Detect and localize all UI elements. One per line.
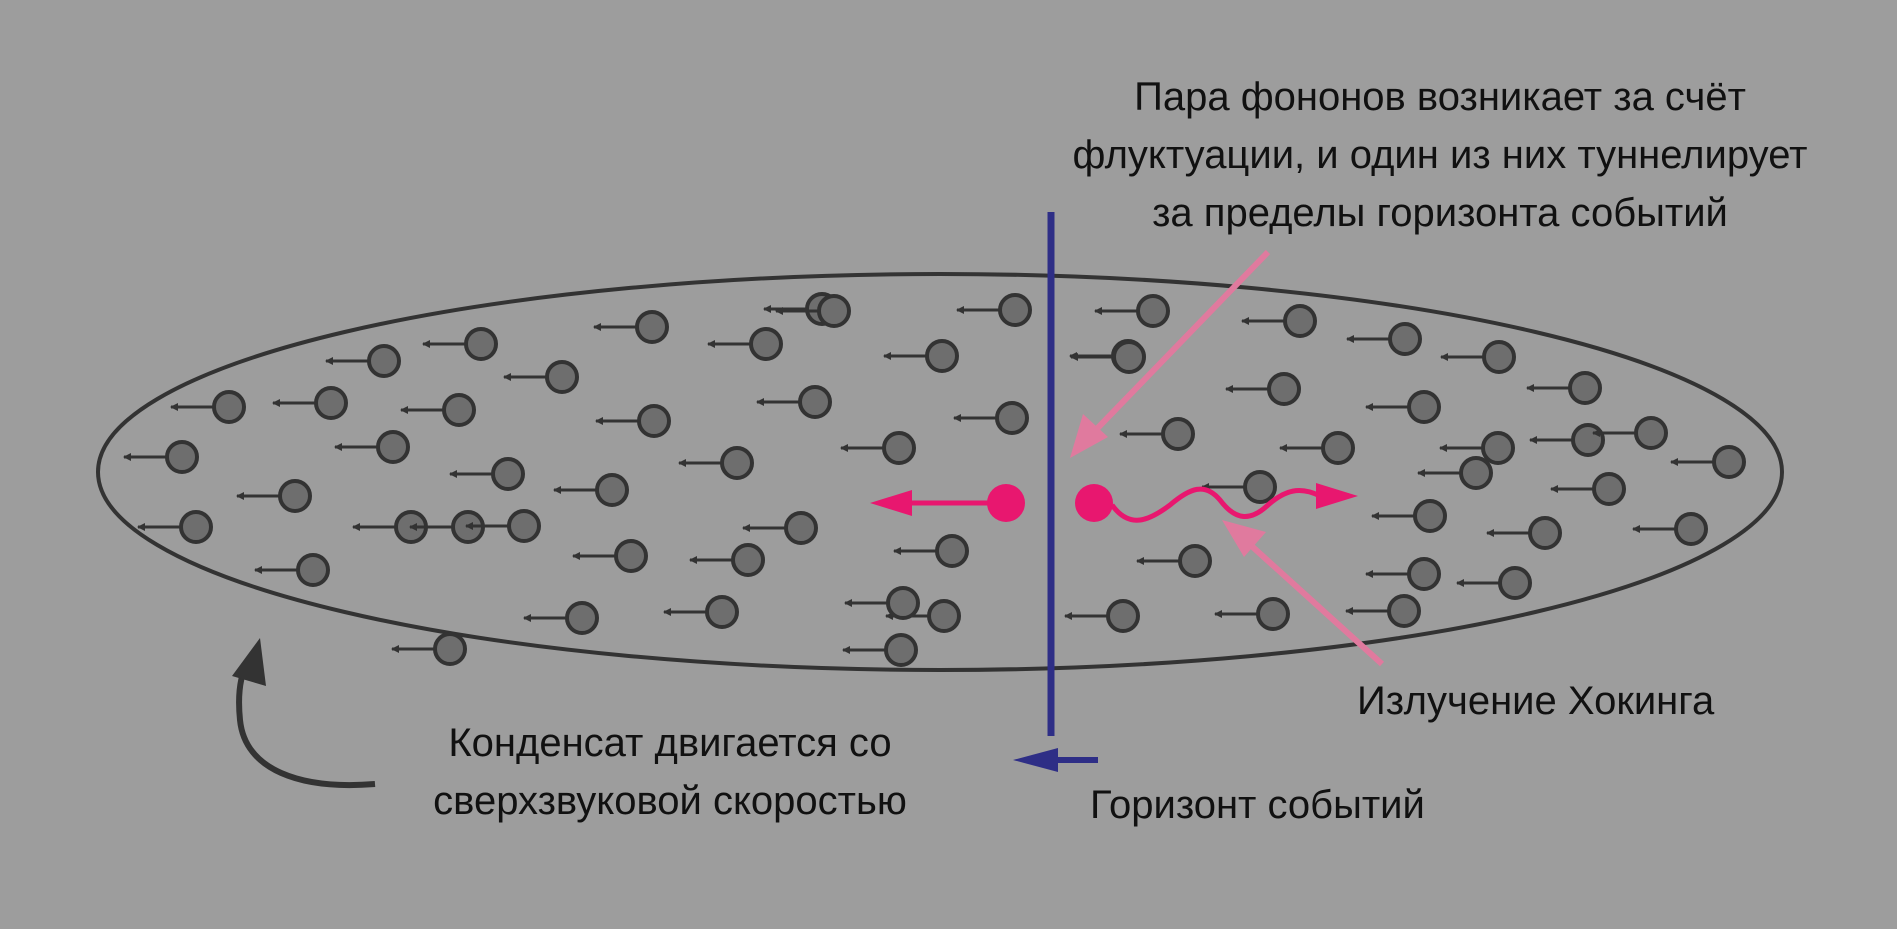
fluctuation-label-line-2: флуктуации, и один из них туннелирует [1072, 133, 1808, 177]
fluctuation-label-line-3: за пределы горизонта событий [1152, 191, 1728, 235]
particle-icon [707, 327, 783, 361]
outer-phonon-icon [1075, 484, 1113, 522]
fluctuation-pointer-arrow-icon [1070, 249, 1271, 458]
particle-icon [956, 293, 1032, 327]
particle-icon [1201, 470, 1277, 504]
particle-icon [840, 431, 916, 465]
particle-icon [742, 511, 818, 545]
particle-icon [1529, 423, 1605, 457]
condensate-label-line-1: Конденсат двигается со [448, 721, 892, 765]
particle-icon [1592, 416, 1668, 450]
event-horizon-label: Горизонт событий [1090, 783, 1425, 827]
particle-icon [503, 360, 579, 394]
particle-icon [422, 327, 498, 361]
particle-icon [756, 385, 832, 419]
hawking-pointer-arrow-icon [1222, 520, 1385, 667]
fluctuation-label-line-1: Пара фононов возникает за счёт [1134, 75, 1746, 119]
particle-icon [391, 632, 467, 666]
particle-icon [1070, 340, 1146, 374]
particle-icon [1345, 594, 1421, 628]
condensate-ellipse [96, 272, 1784, 672]
condensate-label: Конденсат двигается со сверхзвуковой ско… [380, 714, 960, 830]
particle-icon [883, 339, 959, 373]
particle-icon [844, 586, 920, 620]
particle-icon [272, 386, 348, 420]
particle-icon [1526, 371, 1602, 405]
particle-icon [523, 601, 599, 635]
particle-icon [1486, 516, 1562, 550]
inner-phonon-icon [987, 484, 1025, 522]
hawking-radiation-label: Излучение Хокинга [1357, 679, 1715, 723]
particle-icon [1365, 390, 1441, 424]
particle-icon [123, 440, 199, 474]
hawking-wave-icon [1109, 483, 1358, 523]
condensate-motion-arrow-icon [232, 638, 376, 788]
particle-icon [254, 553, 330, 587]
particle-icon [885, 599, 961, 633]
horizon-arrow-icon [1013, 748, 1098, 772]
condensate-particles [123, 292, 1746, 667]
particle-icon [236, 479, 312, 513]
particle-icon [1632, 512, 1708, 546]
particle-icon [1279, 431, 1355, 465]
particle-icon [1136, 544, 1212, 578]
particle-icon [1550, 472, 1626, 506]
particle-icon [953, 401, 1029, 435]
fluctuation-label: Пара фононов возникает за счёт флуктуаци… [1000, 68, 1880, 242]
particle-icon [1456, 566, 1532, 600]
particle-icon [1346, 322, 1422, 356]
particle-icon [572, 539, 648, 573]
inner-phonon-arrow-icon [870, 490, 1006, 516]
particle-icon [400, 393, 476, 427]
particle-icon [1439, 431, 1515, 465]
particle-icon [593, 310, 669, 344]
particle-icon [137, 510, 213, 544]
particle-icon [449, 457, 525, 491]
particle-icon [893, 534, 969, 568]
particle-icon [1119, 417, 1195, 451]
particle-icon [334, 430, 410, 464]
particle-icon [1371, 499, 1447, 533]
condensate-label-line-2: сверхзвуковой скоростью [433, 779, 907, 823]
particle-icon [678, 446, 754, 480]
particle-icon [1094, 294, 1170, 328]
particle-icon [842, 633, 918, 667]
particle-icon [1064, 599, 1140, 633]
particle-icon [1241, 304, 1317, 338]
particle-icon [775, 294, 851, 328]
particle-icon [663, 595, 739, 629]
particle-icon [595, 404, 671, 438]
particle-icon [1365, 557, 1441, 591]
particle-icon [689, 543, 765, 577]
particle-icon [325, 344, 401, 378]
particle-icon [465, 509, 541, 543]
particle-icon [170, 390, 246, 424]
particle-icon [553, 473, 629, 507]
particle-icon [1670, 445, 1746, 479]
particle-icon [1225, 372, 1301, 406]
particle-icon [1214, 597, 1290, 631]
particle-icon [1417, 456, 1493, 490]
particle-icon [1440, 340, 1516, 374]
